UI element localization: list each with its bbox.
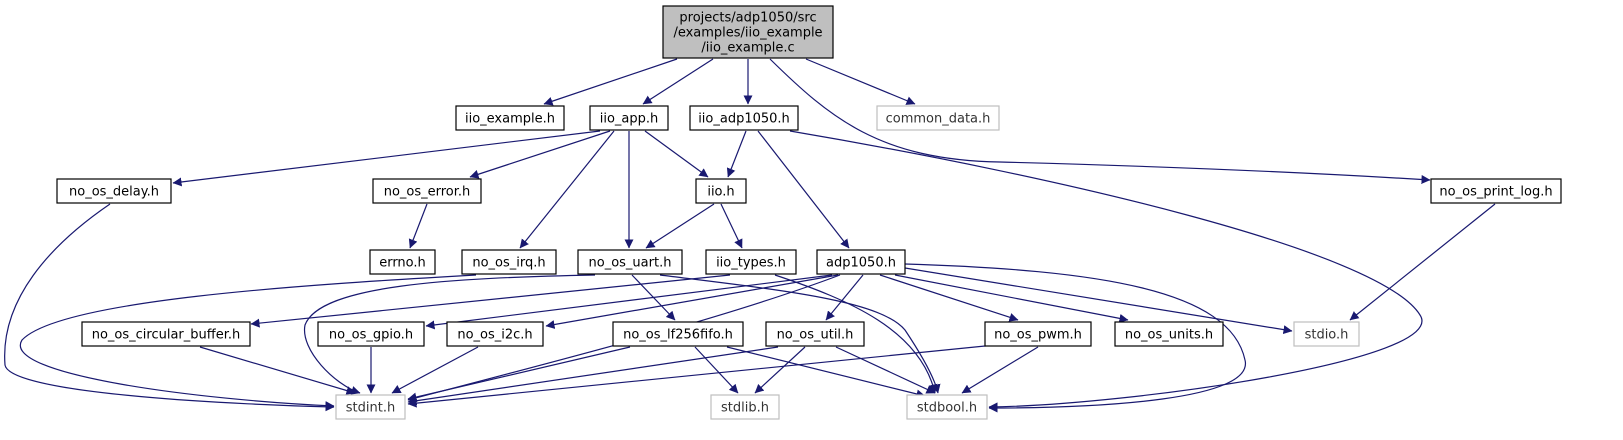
- node-no-os-units-h[interactable]: no_os_units.h: [1114, 321, 1224, 347]
- node-no-os-pwm-h[interactable]: no_os_pwm.h: [984, 321, 1092, 347]
- edge-no-os-util-h-to-stdbool-h: [835, 346, 936, 394]
- node-label: no_os_uart.h: [589, 256, 672, 271]
- edge-no-os-lf256fifo-h-to-stdbool-h: [726, 346, 926, 399]
- edge-no-os-pwm-h-to-stdint-h: [407, 344, 996, 408]
- edge-iio-h-to-no-os-uart-h: [645, 203, 715, 249]
- node-stdbool-h[interactable]: stdbool.h: [906, 394, 988, 420]
- edge-root-to-iio-app-h: [642, 58, 714, 105]
- edge-no-os-i2c-h-to-stdint-h: [391, 346, 479, 394]
- edge-iio-adp1050-h-to-adp1050-h: [757, 130, 850, 249]
- node-no-os-util-h[interactable]: no_os_util.h: [765, 321, 865, 347]
- node-label: no_os_circular_buffer.h: [92, 328, 241, 343]
- node-label: errno.h: [379, 256, 426, 271]
- edge-no-os-error-h-to-errno-h: [408, 203, 428, 249]
- node-label: no_os_irq.h: [472, 256, 545, 271]
- node-no-os-print-log-h[interactable]: no_os_print_log.h: [1430, 178, 1562, 204]
- node-label: stdio.h: [1305, 328, 1349, 343]
- edge-no-os-uart-h-to-stdint-h: [303, 274, 596, 395]
- edges-layer: [4, 58, 1496, 413]
- node-label: no_os_units.h: [1125, 328, 1213, 343]
- nodes-layer: projects/adp1050/src/examples/iio_exampl…: [56, 5, 1562, 420]
- edge-iio-types-h-to-no-os-circular-buffer-h: [250, 274, 731, 328]
- node-label: iio.h: [707, 185, 734, 200]
- edge-no-os-print-log-h-to-stdio-h: [1349, 203, 1496, 321]
- edge-no-os-util-h-to-stdlib-h: [754, 346, 806, 394]
- node-stdio-h[interactable]: stdio.h: [1293, 321, 1360, 347]
- edge-no-os-irq-h-to-stdint-h: [19, 274, 477, 411]
- edge-no-os-lf256fifo-h-to-stdint-h: [407, 346, 631, 402]
- node-stdint-h[interactable]: stdint.h: [335, 394, 406, 420]
- edge-adp1050-h-to-no-os-pwm-h: [879, 274, 1019, 322]
- node-label: iio_adp1050.h: [698, 112, 790, 127]
- node-iio-app-h[interactable]: iio_app.h: [589, 105, 669, 131]
- edge-iio-app-h-to-iio-h: [644, 130, 709, 178]
- node-label: no_os_print_log.h: [1439, 185, 1552, 200]
- edge-no-os-uart-h-to-stdbool-h: [659, 274, 941, 394]
- edge-no-os-util-h-to-stdint-h: [407, 346, 779, 406]
- edge-iio-app-h-to-no-os-irq-h: [519, 130, 615, 249]
- node-label: no_os_util.h: [777, 328, 854, 343]
- node-label: iio_app.h: [600, 112, 659, 127]
- node-label: common_data.h: [886, 112, 991, 127]
- node-no-os-circular-buffer-h[interactable]: no_os_circular_buffer.h: [81, 321, 251, 347]
- edge-iio-app-h-to-no-os-delay-h: [172, 130, 601, 187]
- node-no-os-delay-h[interactable]: no_os_delay.h: [56, 178, 172, 204]
- edge-iio-adp1050-h-to-iio-h: [726, 130, 747, 178]
- edge-no-os-pwm-h-to-stdbool-h: [961, 346, 1039, 394]
- node-stdlib-h[interactable]: stdlib.h: [710, 394, 780, 420]
- node-no-os-i2c-h[interactable]: no_os_i2c.h: [446, 321, 544, 347]
- node-label: stdbool.h: [917, 401, 977, 416]
- node-no-os-irq-h[interactable]: no_os_irq.h: [461, 249, 557, 275]
- edge-adp1050-h-to-no-os-util-h: [825, 274, 864, 321]
- node-label: /iio_example.c: [701, 41, 794, 56]
- edge-adp1050-h-to-stdbool-h: [904, 263, 1246, 413]
- node-label: stdint.h: [346, 401, 395, 416]
- node-iio-types-h[interactable]: iio_types.h: [705, 249, 797, 275]
- node-label: no_os_i2c.h: [457, 328, 532, 343]
- node-iio-example-h[interactable]: iio_example.h: [455, 105, 565, 131]
- node-no-os-uart-h[interactable]: no_os_uart.h: [577, 249, 683, 275]
- node-label: iio_example.h: [465, 112, 555, 127]
- edge-iio-adp1050-h-to-stdbool-h: [789, 130, 1423, 412]
- node-common-data-h[interactable]: common_data.h: [876, 105, 1000, 131]
- node-label: adp1050.h: [826, 256, 896, 271]
- node-errno-h[interactable]: errno.h: [369, 249, 436, 275]
- node-adp1050-h[interactable]: adp1050.h: [816, 249, 906, 275]
- node-label: no_os_lf256fifo.h: [623, 328, 733, 343]
- edge-root-to-no-os-print-log-h: [769, 58, 1431, 184]
- node-label: no_os_error.h: [384, 185, 471, 200]
- node-label: iio_types.h: [716, 256, 786, 271]
- edge-adp1050-h-to-stdio-h: [904, 267, 1293, 335]
- edge-iio-app-h-to-no-os-error-h: [469, 130, 611, 179]
- node-label: no_os_delay.h: [69, 185, 159, 200]
- node-no-os-error-h[interactable]: no_os_error.h: [372, 178, 482, 204]
- node-iio-adp1050-h[interactable]: iio_adp1050.h: [689, 105, 799, 131]
- node-iio-h[interactable]: iio.h: [695, 178, 747, 204]
- node-no-os-lf256fifo-h[interactable]: no_os_lf256fifo.h: [612, 321, 744, 347]
- edge-iio-types-h-to-stdbool-h: [774, 274, 938, 394]
- node-root: projects/adp1050/src/examples/iio_exampl…: [662, 5, 834, 59]
- edge-root-to-common-data-h: [805, 58, 916, 105]
- edge-iio-h-to-iio-types-h: [720, 203, 743, 249]
- edge-adp1050-h-to-no-os-i2c-h: [545, 274, 839, 329]
- node-label: no_os_gpio.h: [329, 328, 413, 343]
- edge-root-to-iio-example-h: [543, 58, 678, 106]
- edge-adp1050-h-to-no-os-units-h: [894, 274, 1129, 323]
- node-label: projects/adp1050/src: [679, 11, 816, 26]
- node-label: no_os_pwm.h: [994, 328, 1082, 343]
- edge-no-os-circular-buffer-h-to-stdint-h: [199, 346, 356, 395]
- edge-adp1050-h-to-no-os-gpio-h: [425, 274, 833, 330]
- edge-no-os-lf256fifo-h-to-stdlib-h: [694, 346, 739, 394]
- node-label: stdlib.h: [721, 401, 769, 416]
- node-label: /examples/iio_example: [673, 26, 822, 41]
- node-no-os-gpio-h[interactable]: no_os_gpio.h: [317, 321, 425, 347]
- edge-no-os-delay-h-to-stdint-h: [4, 203, 335, 412]
